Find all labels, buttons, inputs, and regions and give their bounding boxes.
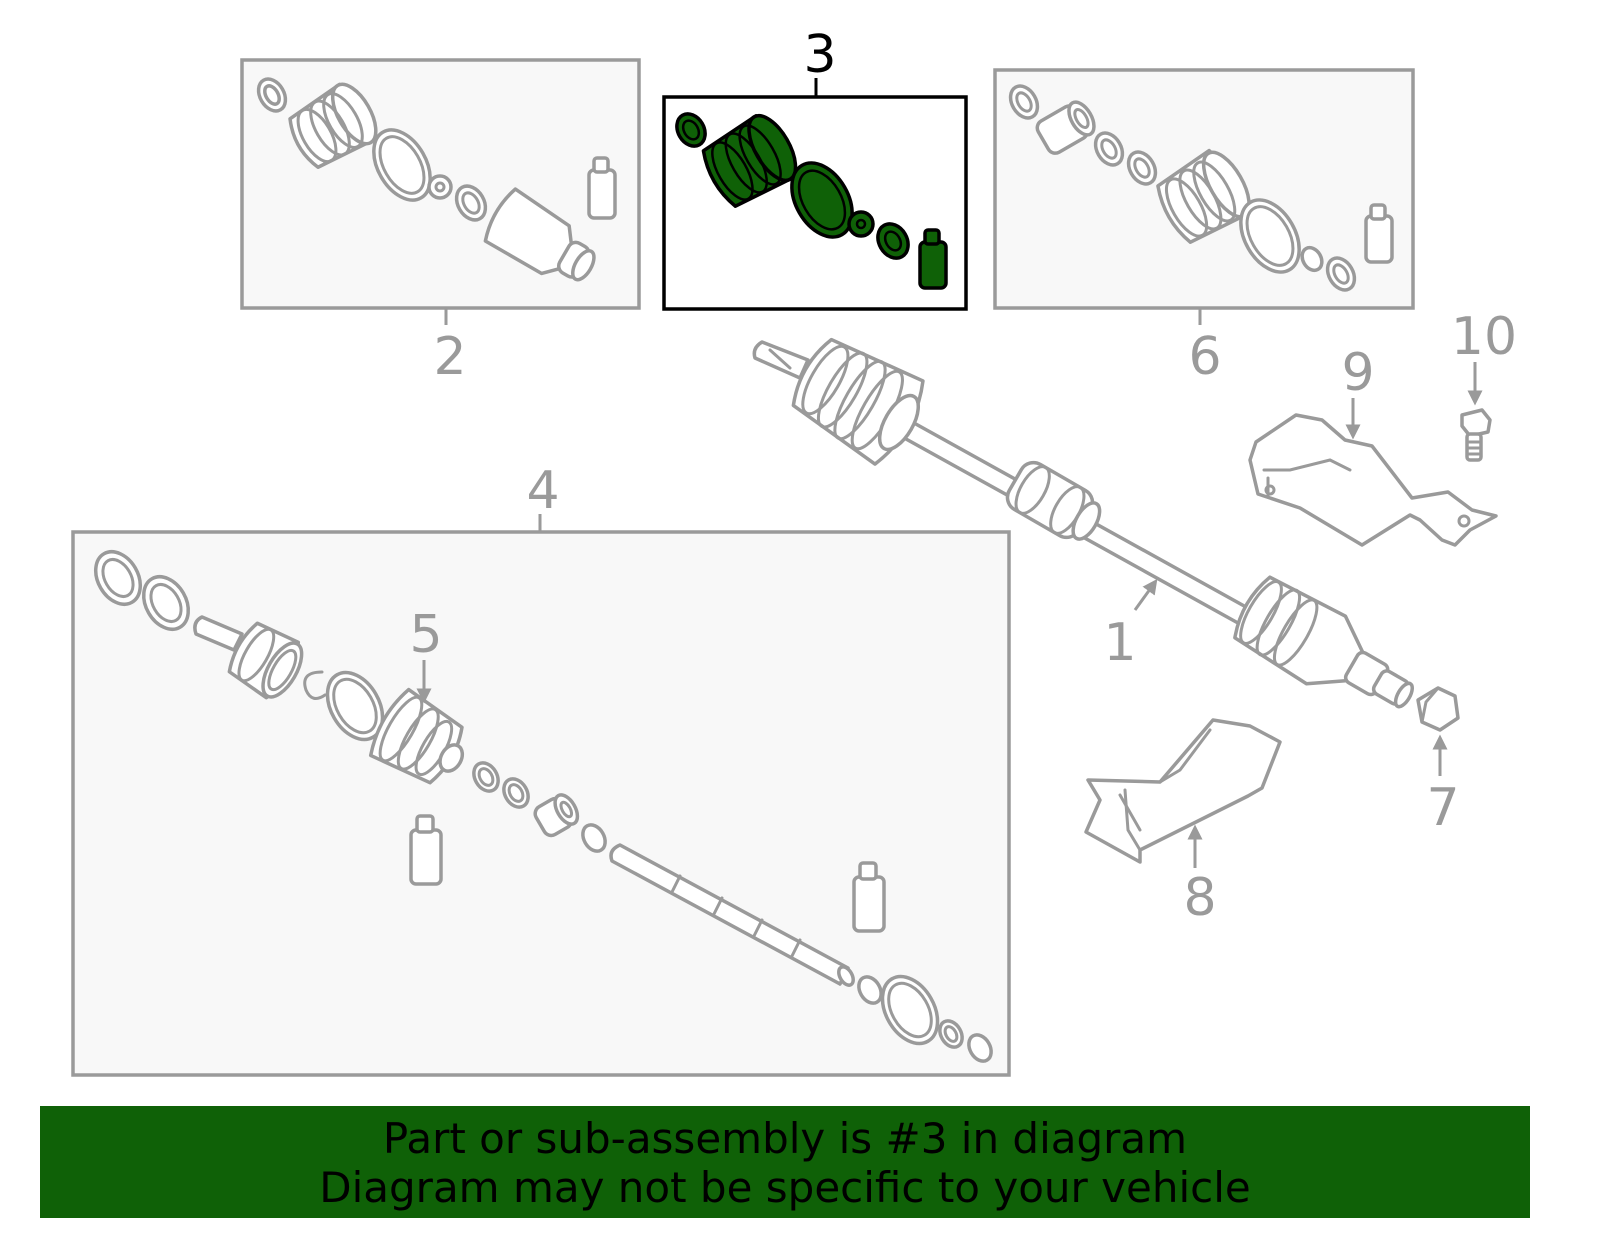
info-banner: Part or sub-assembly is #3 in diagram Di… — [40, 1106, 1530, 1218]
callout-3: 3 — [803, 25, 836, 85]
callout-2: 2 — [433, 327, 466, 387]
part-7-nut[interactable] — [1416, 686, 1460, 732]
part-8-bracket[interactable] — [1084, 718, 1282, 864]
callout-10: 10 — [1451, 307, 1517, 367]
callout-8: 8 — [1183, 868, 1216, 928]
callout-1: 1 — [1103, 613, 1136, 673]
part-9-heat-shield[interactable] — [1248, 413, 1498, 547]
kit-box-4[interactable] — [71, 530, 1011, 1077]
part-10-bolt[interactable] — [1460, 408, 1492, 462]
callout-7: 7 — [1426, 778, 1459, 838]
part-1-drive-shaft[interactable] — [752, 327, 1428, 732]
callout-5: 5 — [409, 605, 442, 665]
callout-9: 9 — [1341, 343, 1374, 403]
callout-4: 4 — [526, 461, 559, 521]
kit-box-6[interactable] — [993, 68, 1415, 310]
banner-line-1: Part or sub-assembly is #3 in diagram — [382, 1114, 1188, 1163]
kit-box-3[interactable] — [662, 95, 968, 311]
callout-6: 6 — [1188, 327, 1221, 387]
kit-box-2[interactable] — [240, 58, 641, 310]
banner-line-2: Diagram may not be specific to your vehi… — [319, 1163, 1251, 1212]
